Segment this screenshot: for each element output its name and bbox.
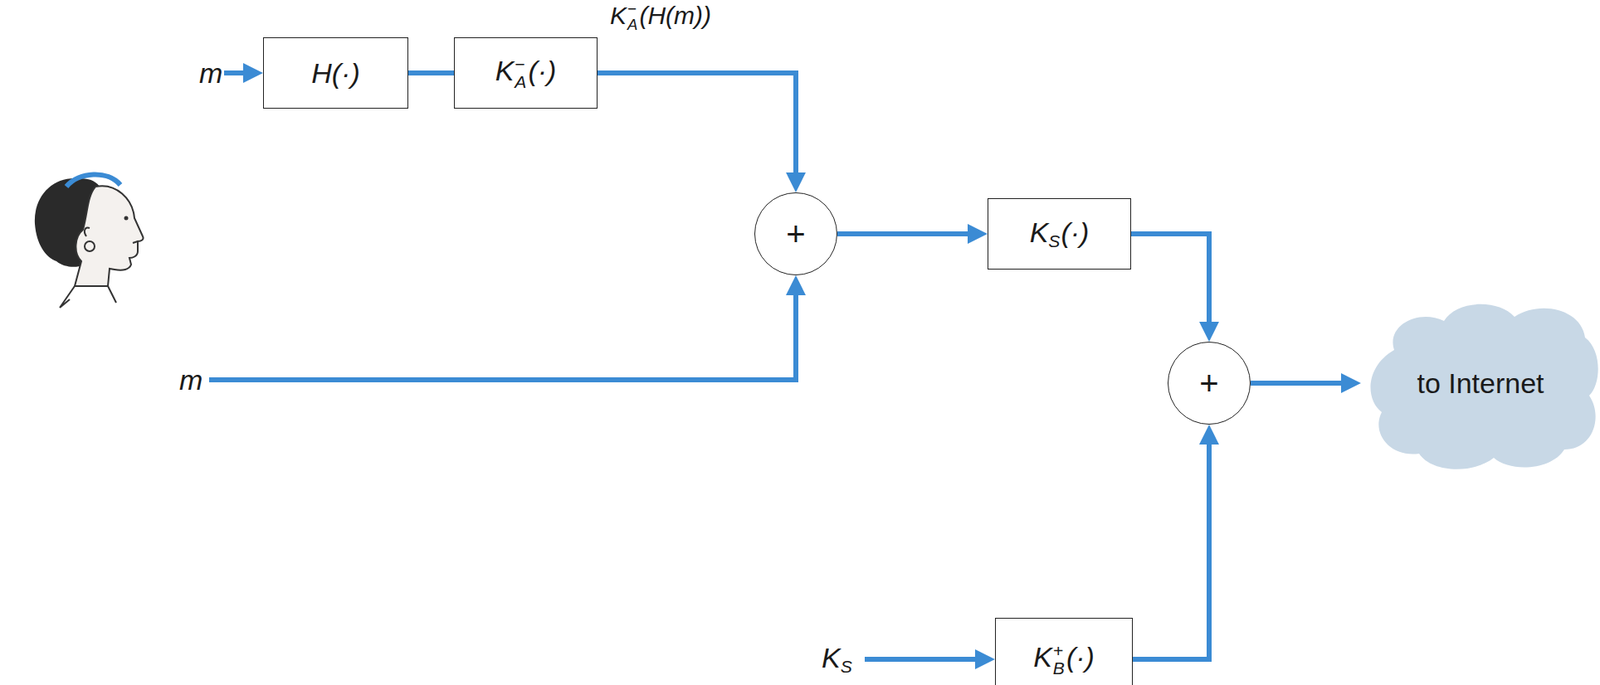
node-text: + <box>785 215 805 254</box>
connector-arrow <box>1132 436 1210 660</box>
key-label: KS <box>821 642 854 678</box>
connector-arrow <box>1131 234 1210 331</box>
message-label: m <box>179 364 203 397</box>
input-wire <box>224 70 252 76</box>
sum-circle: + <box>1167 341 1251 425</box>
person-illustration <box>16 153 175 312</box>
message-label: m <box>199 57 223 90</box>
edge-label: K−A(H(m)) <box>609 1 712 34</box>
private-key-box: K−A(·) <box>453 37 598 109</box>
internet-cloud: to Internet <box>1360 292 1600 475</box>
node-text: H(·) <box>311 57 361 90</box>
session-key-box: KS(·) <box>987 198 1132 270</box>
node-text: K+B(·) <box>1033 641 1095 678</box>
node-text: + <box>1199 365 1219 403</box>
node-text: to Internet <box>1416 367 1544 400</box>
input-wire <box>864 657 984 663</box>
node-text: K−A(·) <box>495 54 557 91</box>
connector-arrow <box>837 231 976 237</box>
public-key-box: K+B(·) <box>995 618 1133 685</box>
input-wire <box>209 287 796 381</box>
connector-arrow <box>408 70 454 76</box>
sum-circle: + <box>754 192 838 276</box>
connector-arrow <box>1250 380 1350 386</box>
hash-box: H(·) <box>263 37 409 109</box>
node-text: KS(·) <box>1029 216 1090 252</box>
connector-arrow <box>597 73 796 181</box>
